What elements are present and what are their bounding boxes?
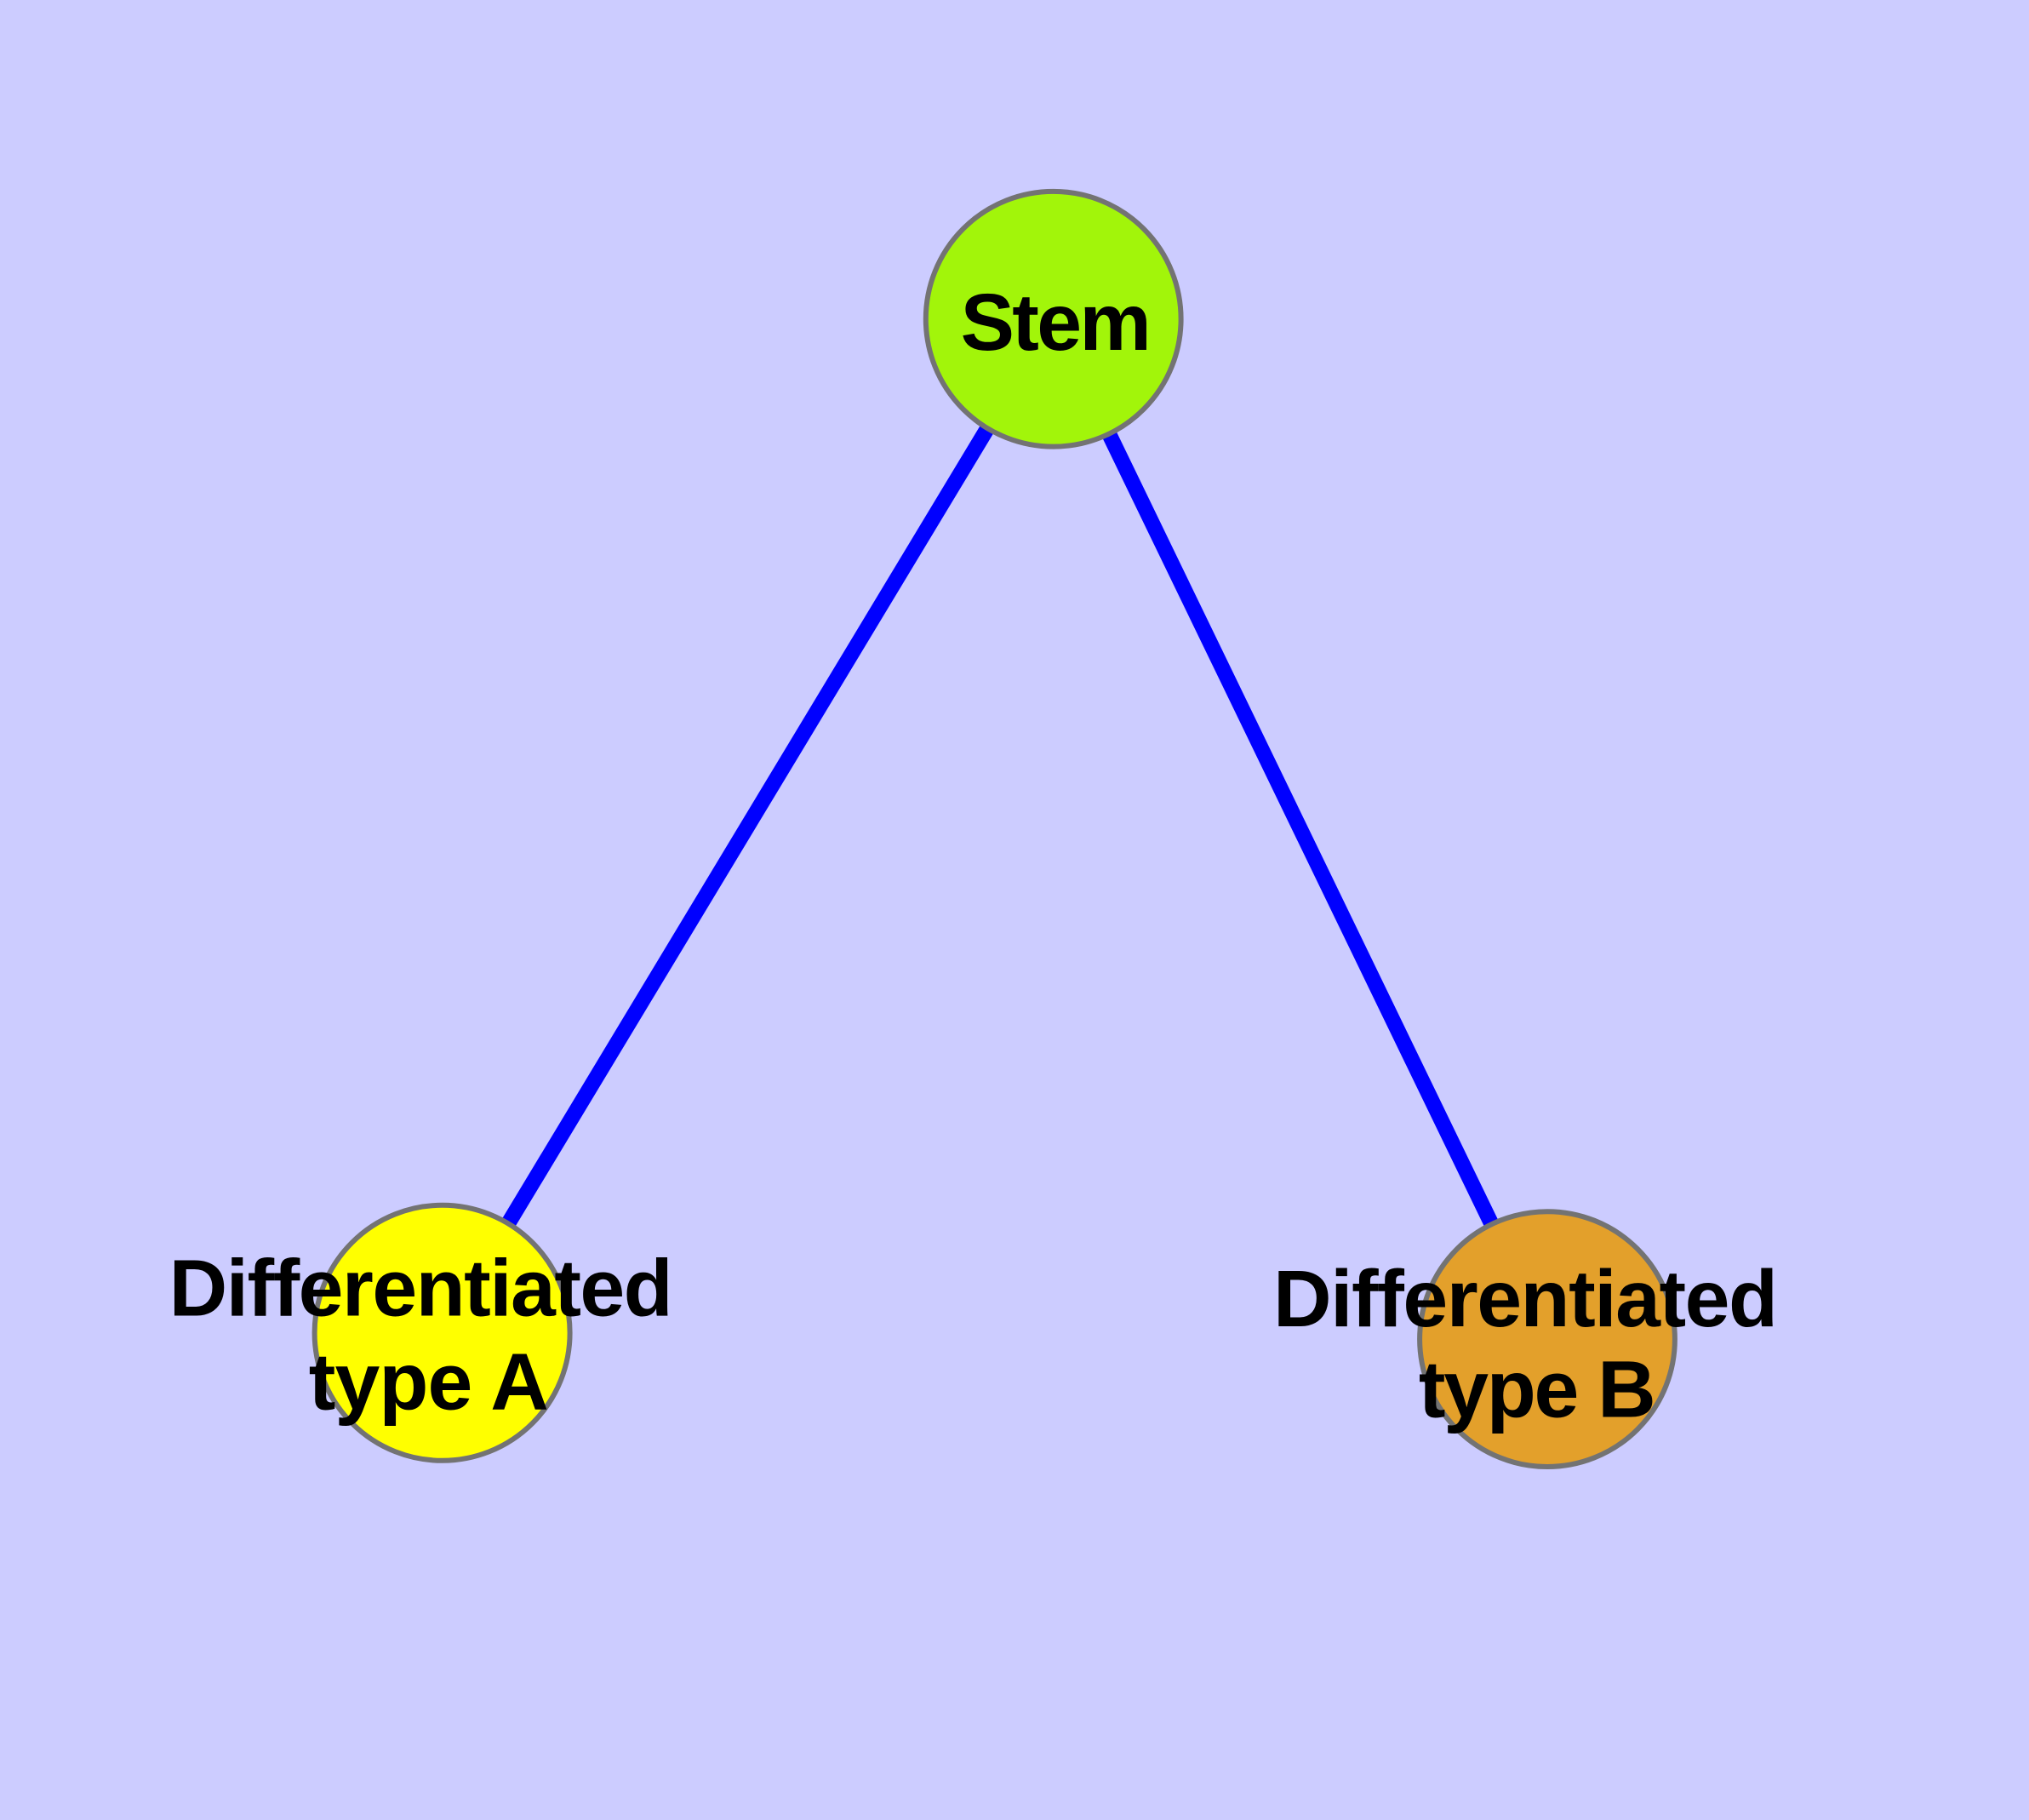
svg-text:Differentiated: Differentiated	[1273, 1254, 1777, 1344]
svg-text:type B: type B	[1419, 1345, 1655, 1435]
svg-text:type A: type A	[309, 1336, 548, 1427]
svg-text:Differentiated: Differentiated	[169, 1243, 672, 1333]
svg-text:Stem: Stem	[961, 278, 1150, 368]
